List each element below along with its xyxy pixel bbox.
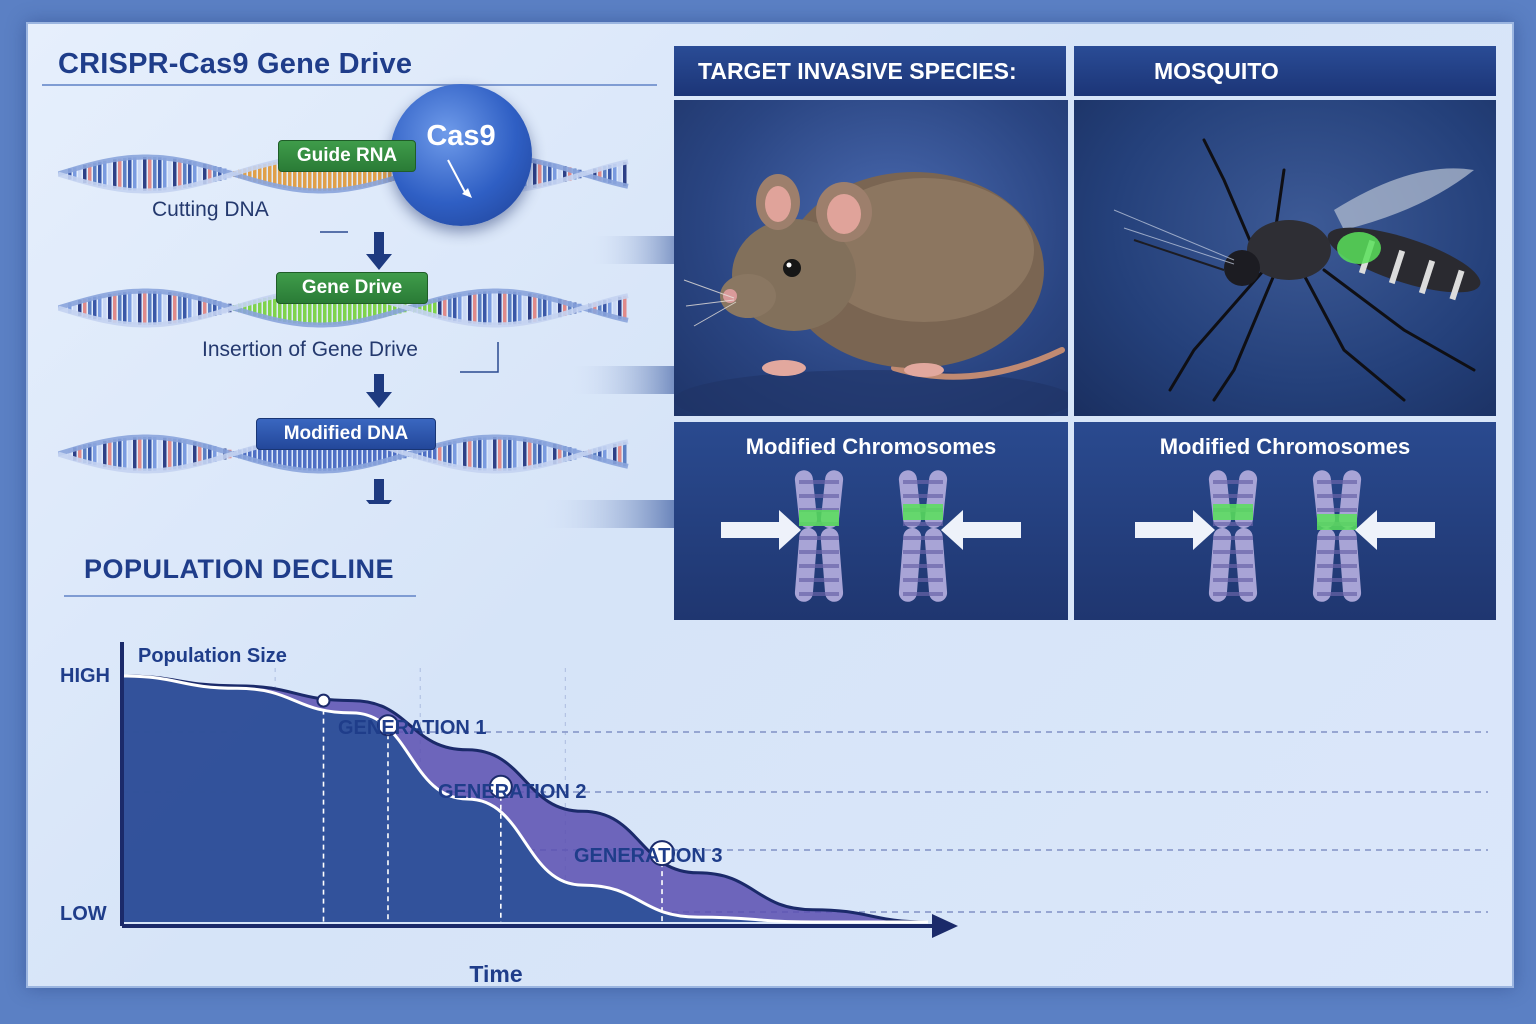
- panel-header-mosquito: MOSQUITO: [1074, 46, 1496, 96]
- chromosome-graphic-right: [1135, 470, 1435, 602]
- line-series-inner: [121, 674, 928, 924]
- panel-header-target: TARGET INVASIVE SPECIES:: [674, 46, 1066, 96]
- line-series-outer: [121, 674, 929, 924]
- chromosome-panel-left: Modified Chromosomes: [674, 422, 1068, 620]
- arrow-right-icon: [538, 486, 710, 542]
- rat-icon: [674, 172, 1068, 416]
- generation-point: [488, 774, 513, 799]
- chart-title: POPULATION DECLINE: [84, 554, 395, 584]
- rat-image: [674, 100, 1068, 416]
- x-axis-arrow-icon: [932, 914, 958, 938]
- generation-point: [649, 840, 676, 867]
- step-cutting-dna: Cutting DNA: [152, 198, 269, 221]
- arrow-right-icon: [721, 510, 801, 550]
- generation-label: GENERATION 2: [438, 781, 587, 803]
- cut-arrow-icon: [447, 159, 472, 198]
- chromosome: [1208, 470, 1258, 602]
- step-insertion: Insertion of Gene Drive: [202, 338, 418, 361]
- arrow-right-icon: [1135, 510, 1215, 550]
- chromosomes-title-left: Modified Chromosomes: [745, 434, 997, 459]
- arrow-down-icon: [366, 232, 392, 270]
- page-title: CRISPR-Cas9 Gene Drive: [58, 48, 413, 80]
- chromosomes-title-right: Modified Chromosomes: [1159, 434, 1411, 459]
- generation-label: GENERATION 3: [574, 845, 723, 867]
- arrow-down-icon: [366, 479, 392, 504]
- chromosome: [794, 470, 844, 602]
- generation-point: [376, 714, 399, 737]
- chromosome: [1312, 470, 1362, 602]
- generation-label: GENERATION 1: [338, 717, 487, 739]
- arrow-down-icon: [366, 374, 392, 408]
- chromosome: [898, 470, 948, 602]
- cas9-label: Cas9: [426, 120, 496, 152]
- x-axis-label: Time: [469, 961, 522, 984]
- infographic-frame: CRISPR-Cas9 Gene Drive Cas9 Guide RNA Cu…: [26, 22, 1514, 988]
- generation-point: [316, 693, 331, 708]
- chromosome-graphic-left: [721, 470, 1021, 602]
- y-tick-high: HIGH: [60, 665, 110, 687]
- chart-title-divider: [64, 595, 416, 597]
- mosquito-icon: [1113, 138, 1481, 402]
- gene-drive-chip: Gene Drive: [276, 272, 428, 304]
- modified-dna-chip: Modified DNA: [256, 418, 436, 450]
- arrow-left-icon: [941, 510, 1021, 550]
- guide-rna-chip: Guide RNA: [278, 140, 416, 172]
- mosquito-image: [1074, 100, 1496, 416]
- y-tick-low: LOW: [60, 903, 107, 925]
- title-divider: [42, 84, 657, 86]
- chromosome-panel-right: Modified Chromosomes: [1074, 422, 1496, 620]
- y-axis-label: Population Size: [138, 645, 287, 667]
- arrow-left-icon: [1355, 510, 1435, 550]
